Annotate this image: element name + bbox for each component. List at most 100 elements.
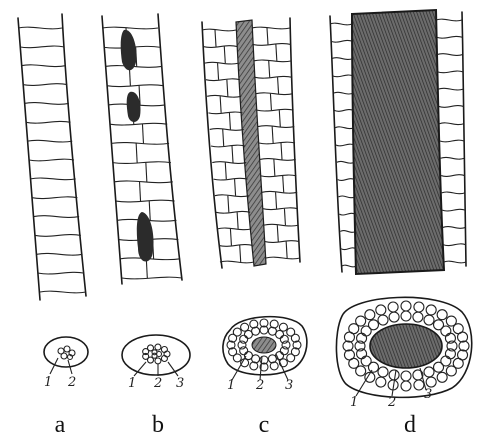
panel-c-cell-divider: [270, 94, 271, 110]
panel-d-cell-wall: [441, 157, 465, 159]
panel-d-cell-wall: [330, 23, 352, 25]
panel-d-cell: [434, 362, 444, 372]
panel-d-cell: [424, 367, 434, 377]
panel-d-label-3: 3: [424, 387, 432, 402]
panel-a-cell-wall: [32, 197, 77, 199]
panel-c-cell-divider: [276, 192, 277, 208]
panel-d-cell: [356, 316, 366, 326]
panel-a-label-2: 2: [67, 375, 76, 390]
panel-b-strand-top: [121, 30, 137, 70]
panel-d-cell: [401, 301, 411, 311]
panel-d-cell: [401, 371, 411, 381]
panel-c-cell: [238, 341, 246, 349]
panel-c-cell-divider: [267, 28, 268, 44]
panel-d-cell-wall: [441, 175, 464, 177]
panel-c-cell-wall: [265, 241, 299, 243]
panel-c-cell-divider: [283, 176, 284, 192]
panel-d-cell-wall: [442, 192, 465, 194]
panel-a-cell-wall: [20, 46, 64, 48]
panel-c-cell: [282, 341, 290, 349]
panel-c-cell-divider: [229, 113, 230, 130]
panel-c-cell: [279, 323, 287, 331]
panel-d-cell-wall: [339, 213, 355, 215]
panel-c-cell-divider: [281, 143, 282, 159]
panel-c-cell-wall: [211, 145, 245, 147]
panel-c-cell: [250, 320, 258, 328]
panel-d-cell-wall: [443, 227, 466, 229]
panel-c-cell-divider: [237, 212, 238, 229]
panel-d-cell: [378, 367, 388, 377]
panel-c-cell-wall: [258, 126, 294, 128]
panel-c-cell-wall: [264, 224, 299, 226]
panel-c-cell-divider: [277, 225, 278, 241]
panel-c-cell-wall: [205, 62, 239, 64]
panel-d-cell: [376, 377, 386, 387]
panel-a-center-cluster: [58, 346, 75, 360]
panel-c-cell: [270, 320, 278, 328]
panel-b-cell-wall: [122, 277, 182, 279]
panel-d-label-2: 2: [387, 395, 396, 410]
panel-d-cell-wall: [437, 36, 463, 38]
panel-c-cell-wall: [259, 142, 295, 144]
panel-c-cell-wall: [220, 261, 254, 263]
panel-d-cell: [401, 381, 411, 391]
panel-b-strand-low: [137, 212, 154, 262]
panel-c-cell-wall: [207, 95, 241, 97]
panel-c-cell-divider: [220, 96, 221, 113]
panel-c-cell-divider: [230, 229, 231, 246]
panel-d-cell-wall: [332, 58, 353, 60]
panel-b-cell-divider: [140, 182, 141, 201]
panel-c-cell-wall: [257, 109, 294, 111]
panel-b-cell-divider: [146, 163, 147, 182]
panel-d-cell: [441, 326, 451, 336]
panel-c-cell-wall: [261, 175, 296, 177]
panel-c-cell-wall: [253, 44, 291, 46]
panel-d-core: [370, 324, 442, 368]
panel-a-cell-wall: [29, 159, 74, 161]
panel-d-cell: [458, 332, 468, 342]
panel-b-cell-wall: [111, 143, 169, 145]
panel-c-cell-divider: [279, 110, 280, 126]
panel-d-cell: [361, 356, 371, 366]
panel-c-letter: c: [259, 412, 270, 438]
panel-c-cell-wall: [208, 112, 242, 114]
panel-c-cell: [280, 335, 288, 343]
panel-c-label-3: 3: [285, 378, 293, 393]
panel-c-cell-wall: [215, 195, 249, 197]
panel-b-center-cluster: [143, 344, 170, 364]
panel-b-strand-mid: [127, 92, 141, 122]
panel-a-cell-wall: [24, 103, 69, 105]
panel-d-cell-wall: [342, 265, 356, 267]
panel-a-cross-section: [44, 337, 88, 374]
panel-d-cell-wall: [440, 140, 464, 142]
panel-c-cell-divider: [235, 179, 236, 196]
panel-c-cell-wall: [266, 257, 300, 259]
panel-c-cell-divider: [272, 127, 273, 143]
panel-c-cell-divider: [274, 159, 275, 175]
panel-c-cell-wall: [260, 159, 296, 161]
panel-d-cell-wall: [335, 127, 354, 129]
panel-c-cell-wall: [254, 60, 291, 62]
panel-c-cell-divider: [218, 63, 219, 80]
panel-c-cell: [240, 347, 248, 355]
panel-c-cell-divider: [228, 196, 229, 213]
panel-c-cell: [280, 347, 288, 355]
panel-c-cell-wall: [203, 46, 237, 48]
panel-d-cell: [459, 341, 469, 351]
panel-c-cell-divider: [224, 47, 225, 64]
panel-c-core: [252, 337, 276, 353]
panel-d-cell: [343, 341, 353, 351]
panel-b-cell: [152, 350, 157, 355]
panel-d-cell-wall: [340, 231, 355, 233]
panel-c-cell: [250, 362, 258, 370]
panel-d-cross-section: [336, 297, 471, 397]
panel-d-cell: [414, 380, 424, 390]
panel-c-cell-wall: [216, 211, 250, 213]
panel-d-cell-wall: [334, 110, 353, 112]
panel-c-cell-wall: [219, 245, 253, 247]
panel-c-label-2: 2: [255, 378, 264, 393]
panel-b-cell-wall: [107, 85, 164, 87]
panel-c-cell-divider: [276, 44, 277, 60]
panel-a-cell-wall: [26, 121, 71, 123]
panel-d-cell: [437, 310, 447, 320]
